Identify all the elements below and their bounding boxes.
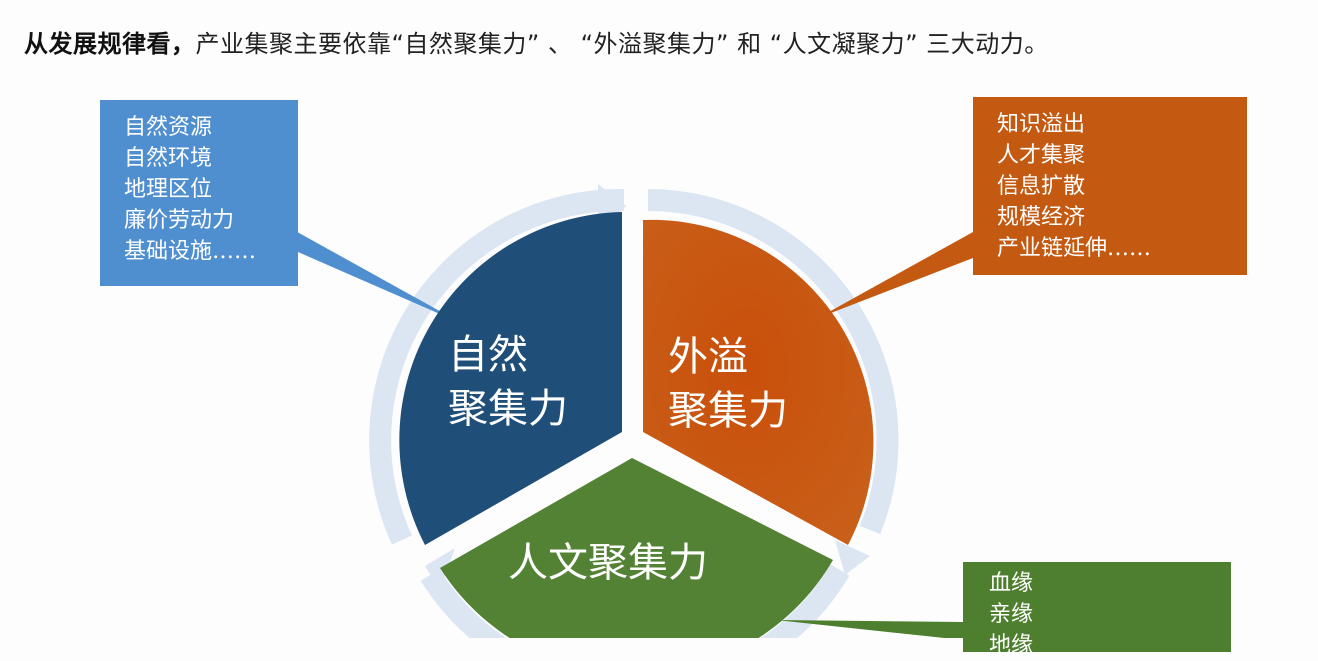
callout-item: 地理区位: [124, 177, 213, 202]
sector-label-line: 外溢: [668, 334, 748, 380]
sector-cultural: [440, 458, 833, 638]
sector-label-line: 聚集力: [448, 386, 568, 432]
callout-pointer-cultural: [776, 620, 963, 638]
callout-item: 自然环境: [124, 146, 213, 171]
headline: 从发展规律看，产业集聚主要依靠“自然聚集力” 、 “外溢聚集力” 和 “人文凝聚…: [24, 24, 1049, 59]
callout-item: 知识溢出: [997, 112, 1086, 137]
callout-item: 信息扩散: [997, 174, 1086, 199]
arrow-head-icon: [835, 540, 870, 575]
sector-label-natural: 自然 聚集力: [448, 328, 568, 436]
headline-bold: 从发展规律看，: [24, 30, 196, 58]
sector-label-spillover: 外溢 聚集力: [668, 330, 788, 438]
sector-natural: [399, 212, 622, 545]
callout-item: 廉价劳动力: [124, 208, 235, 233]
callout-item: 基础设施……: [124, 239, 257, 264]
callout-spillover: 知识溢出 人才集聚 信息扩散 规模经济 产业链延伸……: [973, 97, 1247, 275]
callout-pointer-natural: [290, 228, 465, 325]
sector-label-line: 自然: [448, 332, 528, 378]
sector-label-cultural: 人文聚集力: [508, 536, 708, 590]
callout-item: 亲缘: [989, 602, 1034, 627]
callout-item: 规模经济: [997, 205, 1086, 230]
callout-cultural: 血缘 亲缘 地缘: [963, 562, 1231, 658]
callout-item: 血缘: [989, 571, 1034, 596]
cycle-diagram: [290, 184, 973, 638]
callout-item: 自然资源: [124, 115, 213, 140]
sector-label-line: 聚集力: [668, 388, 788, 434]
cycle-ring: [369, 184, 899, 638]
callout-natural: 自然资源 自然环境 地理区位 廉价劳动力 基础设施……: [100, 100, 298, 286]
callout-pointer-spillover: [818, 232, 973, 318]
sector-spillover: [643, 219, 874, 546]
callout-item: 地缘: [989, 633, 1034, 658]
headline-text: 产业集聚主要依靠“自然聚集力” 、 “外溢聚集力” 和 “人文凝聚力” 三大动力…: [195, 30, 1049, 58]
callout-item: 人才集聚: [997, 143, 1086, 168]
callout-item: 产业链延伸……: [997, 236, 1152, 261]
sector-label-line: 人文聚集力: [508, 540, 708, 586]
arrow-head-icon: [425, 548, 455, 590]
